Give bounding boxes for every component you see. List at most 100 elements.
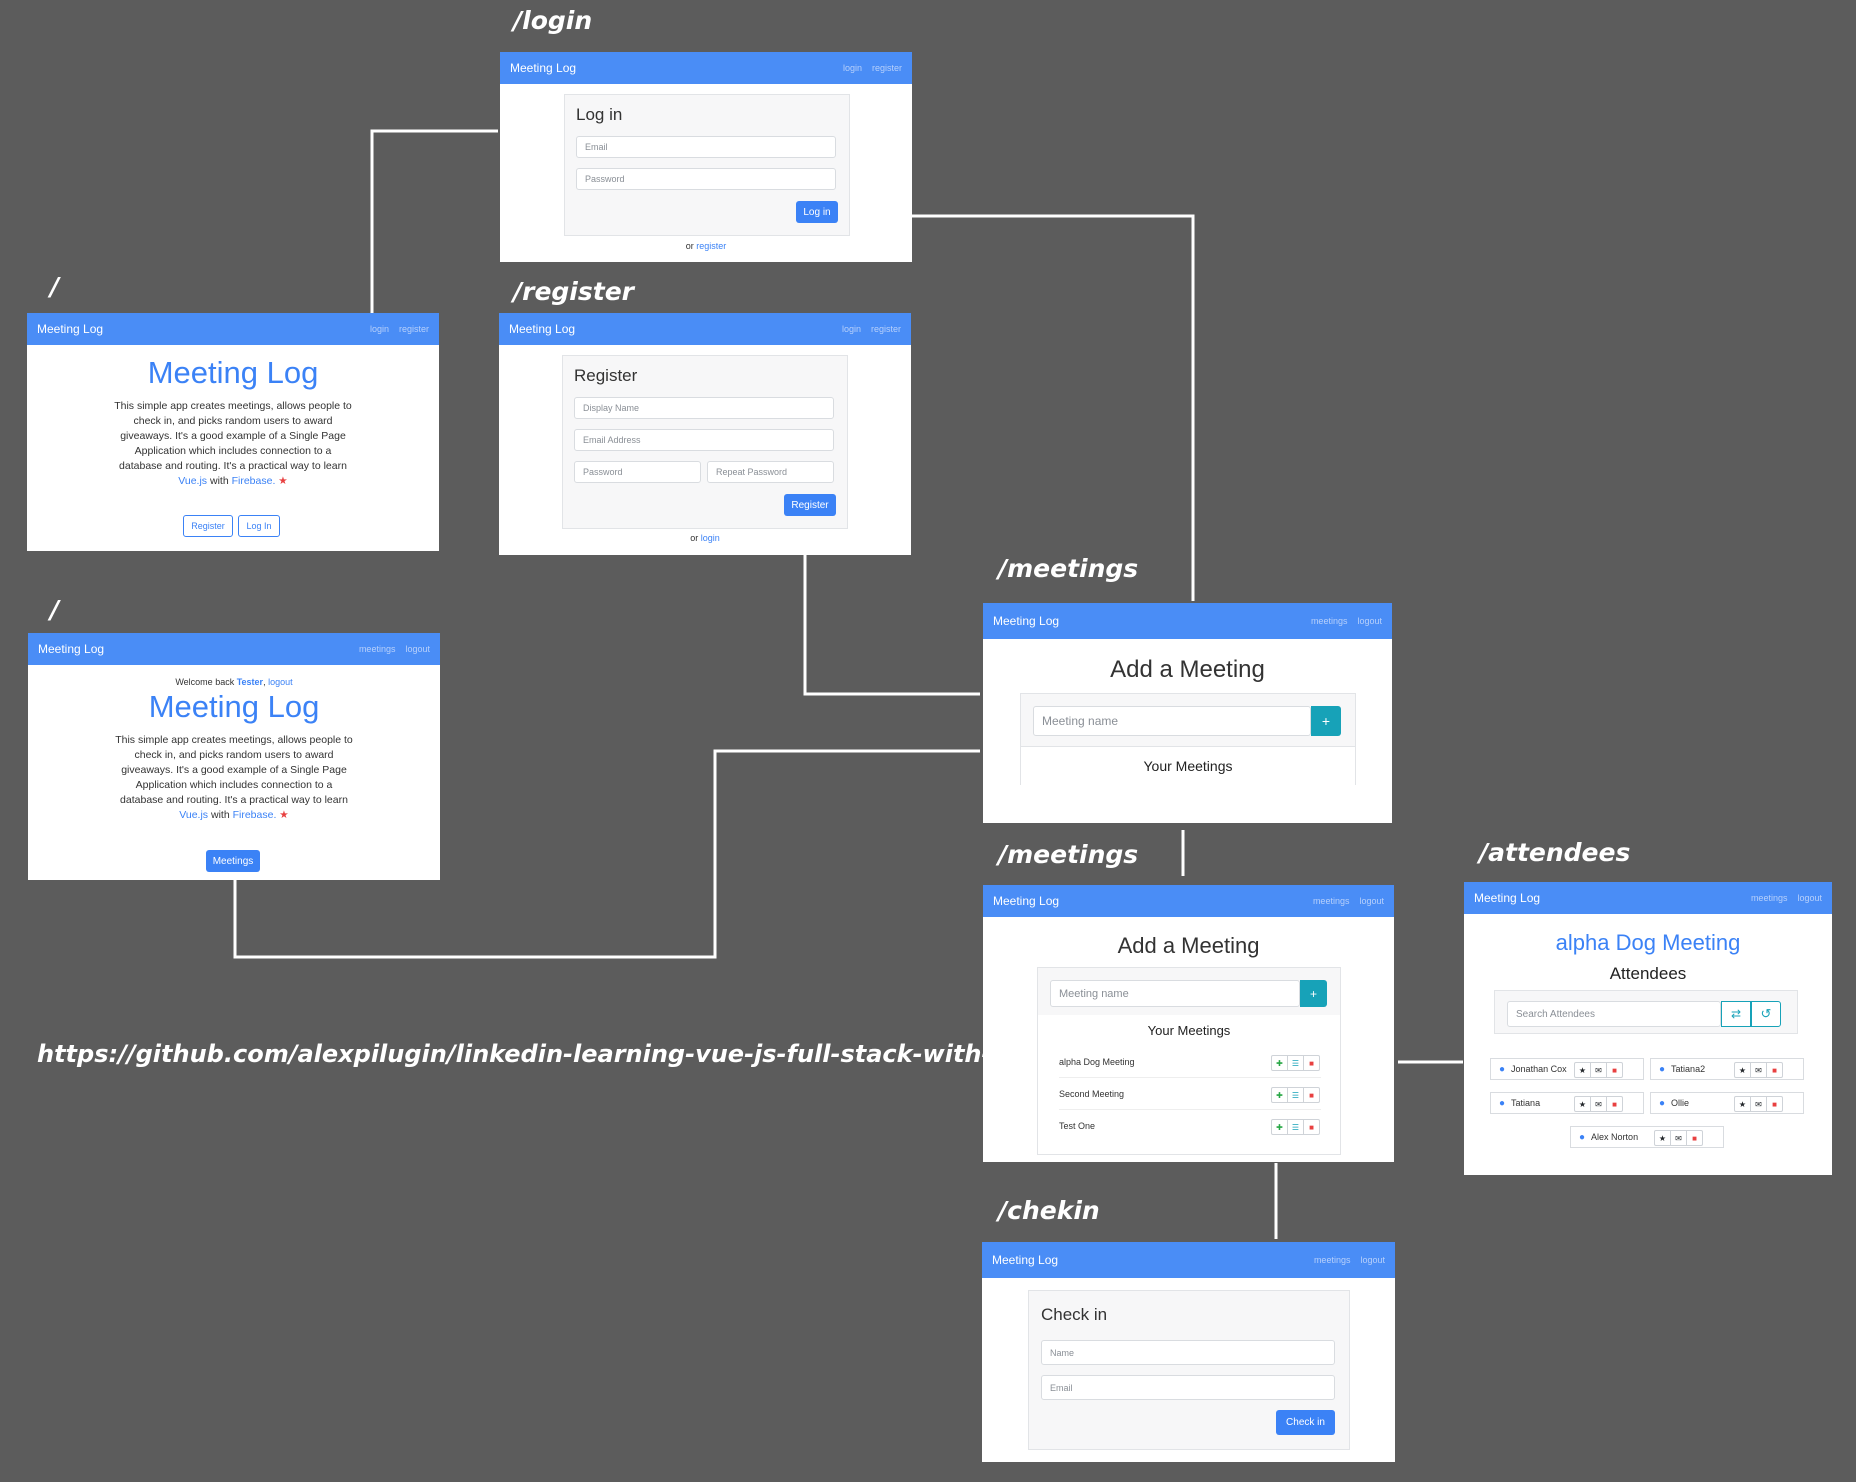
search-attendees-input[interactable]: Search Attendees bbox=[1507, 1001, 1721, 1027]
password-field[interactable]: Password bbox=[574, 461, 701, 483]
nav-logout-link[interactable]: logout bbox=[1357, 616, 1382, 626]
register-link[interactable]: register bbox=[696, 241, 727, 251]
nav-login-link[interactable]: login bbox=[842, 63, 862, 73]
nav-logout-link[interactable]: logout bbox=[1797, 893, 1822, 903]
list-icon[interactable]: ☰ bbox=[1288, 1120, 1304, 1134]
connector-home-meetings bbox=[233, 749, 980, 959]
register-button[interactable]: Register bbox=[784, 494, 836, 516]
mail-icon[interactable]: ✉ bbox=[1591, 1063, 1607, 1077]
firebase-link[interactable]: Firebase. bbox=[232, 809, 277, 821]
meeting-name-input[interactable]: Meeting name bbox=[1050, 980, 1300, 1007]
meetings-list: Your Meetings alpha Dog Meeting Second M… bbox=[1038, 1015, 1340, 1154]
meeting-actions: ✚ ☰ ■ bbox=[1271, 1087, 1320, 1103]
nav-login-link[interactable]: login bbox=[369, 324, 389, 334]
mail-icon[interactable]: ✉ bbox=[1671, 1131, 1687, 1145]
navbar: Meeting Log login register bbox=[500, 52, 912, 84]
meeting-name-input[interactable]: Meeting name bbox=[1033, 706, 1311, 736]
nav-login-link[interactable]: login bbox=[841, 324, 861, 334]
display-name-field[interactable]: Display Name bbox=[574, 397, 834, 419]
nav-register-link[interactable]: register bbox=[870, 324, 901, 334]
trash-icon[interactable]: ■ bbox=[1309, 1090, 1314, 1100]
vue-link[interactable]: Vue.js bbox=[178, 475, 208, 487]
nav-meetings-link[interactable]: meetings bbox=[358, 644, 396, 654]
route-label-checkin: /chekin bbox=[998, 1196, 1100, 1225]
home-screen: Meeting Log login register Meeting Log T… bbox=[27, 313, 439, 551]
navbar: Meeting Log meetings logout bbox=[28, 633, 440, 665]
attendee-name: Jonathan Cox bbox=[1511, 1064, 1567, 1074]
login-button[interactable]: Log In bbox=[238, 515, 280, 537]
nav-logout-link[interactable]: logout bbox=[405, 644, 430, 654]
logout-link[interactable]: logout bbox=[268, 677, 293, 687]
meeting-row[interactable]: Test One bbox=[1059, 1111, 1321, 1141]
user-name: Tester bbox=[236, 677, 264, 687]
person-icon: ● bbox=[1499, 1063, 1506, 1075]
brand[interactable]: Meeting Log bbox=[993, 894, 1060, 908]
register-button[interactable]: Register bbox=[183, 515, 233, 537]
meeting-row[interactable]: alpha Dog Meeting bbox=[1059, 1047, 1321, 1078]
nav-meetings-link[interactable]: meetings bbox=[1750, 893, 1788, 903]
user-plus-icon[interactable]: ✚ bbox=[1272, 1088, 1288, 1102]
attendee-name: Tatiana bbox=[1511, 1098, 1541, 1108]
mail-icon[interactable]: ✉ bbox=[1751, 1063, 1767, 1077]
nav-meetings-link[interactable]: meetings bbox=[1313, 1255, 1351, 1265]
nav-logout-link[interactable]: logout bbox=[1359, 896, 1384, 906]
trash-icon[interactable]: ■ bbox=[1612, 1099, 1617, 1109]
password-field[interactable]: Password bbox=[576, 168, 836, 190]
email-field[interactable]: Email bbox=[1041, 1375, 1335, 1400]
repeat-password-field[interactable]: Repeat Password bbox=[707, 461, 834, 483]
person-icon: ● bbox=[1579, 1131, 1586, 1143]
brand[interactable]: Meeting Log bbox=[993, 614, 1060, 628]
brand[interactable]: Meeting Log bbox=[992, 1253, 1059, 1267]
trash-icon[interactable]: ■ bbox=[1612, 1065, 1617, 1075]
name-field[interactable]: Name bbox=[1041, 1340, 1335, 1365]
email-address-field[interactable]: Email Address bbox=[574, 429, 834, 451]
list-icon[interactable]: ☰ bbox=[1288, 1088, 1304, 1102]
description-text: This simple app creates meetings, allows… bbox=[114, 400, 352, 472]
brand[interactable]: Meeting Log bbox=[1474, 891, 1541, 905]
trash-icon[interactable]: ■ bbox=[1772, 1099, 1777, 1109]
meeting-row[interactable]: Second Meeting bbox=[1059, 1079, 1321, 1110]
meeting-name: alpha Dog Meeting bbox=[1059, 1057, 1135, 1067]
trash-icon[interactable]: ■ bbox=[1309, 1122, 1314, 1132]
meetings-button[interactable]: Meetings bbox=[206, 850, 260, 872]
nav-meetings-link[interactable]: meetings bbox=[1312, 896, 1350, 906]
meeting-form-card: Meeting name + Your Meetings alpha Dog M… bbox=[1037, 967, 1341, 1155]
star-icon[interactable]: ★ bbox=[1655, 1131, 1671, 1145]
add-meeting-title: Add a Meeting bbox=[1117, 933, 1260, 958]
shuffle-icon[interactable]: ⇄ bbox=[1721, 1001, 1751, 1027]
star-icon[interactable]: ★ bbox=[1735, 1063, 1751, 1077]
brand[interactable]: Meeting Log bbox=[510, 61, 577, 75]
user-plus-icon[interactable]: ✚ bbox=[1272, 1120, 1288, 1134]
mail-icon[interactable]: ✉ bbox=[1591, 1097, 1607, 1111]
meeting-title: alpha Dog Meeting bbox=[1555, 930, 1741, 955]
nav-logout-link[interactable]: logout bbox=[1360, 1255, 1385, 1265]
trash-icon[interactable]: ■ bbox=[1309, 1058, 1314, 1068]
trash-icon[interactable]: ■ bbox=[1692, 1133, 1697, 1143]
trash-icon[interactable]: ■ bbox=[1772, 1065, 1777, 1075]
nav-register-link[interactable]: register bbox=[871, 63, 902, 73]
checkin-button[interactable]: Check in bbox=[1276, 1410, 1335, 1435]
undo-icon[interactable]: ↺ bbox=[1751, 1001, 1781, 1027]
star-icon[interactable]: ★ bbox=[1575, 1097, 1591, 1111]
nav-meetings-link[interactable]: meetings bbox=[1310, 616, 1348, 626]
add-meeting-button[interactable]: + bbox=[1300, 980, 1327, 1007]
nav-register-link[interactable]: register bbox=[398, 324, 429, 334]
star-icon[interactable]: ★ bbox=[1575, 1063, 1591, 1077]
login-link[interactable]: login bbox=[700, 533, 720, 543]
vue-link[interactable]: Vue.js bbox=[179, 809, 209, 821]
brand[interactable]: Meeting Log bbox=[38, 642, 105, 656]
list-icon[interactable]: ☰ bbox=[1288, 1056, 1304, 1070]
attendee-actions: ★ ✉ ■ bbox=[1574, 1096, 1623, 1112]
brand[interactable]: Meeting Log bbox=[37, 322, 104, 336]
mail-icon[interactable]: ✉ bbox=[1751, 1097, 1767, 1111]
attendee-name: Tatiana2 bbox=[1671, 1064, 1706, 1074]
repo-url[interactable]: https://github.com/alexpilugin/linkedin-… bbox=[37, 1040, 1103, 1068]
add-meeting-button[interactable]: + bbox=[1311, 706, 1341, 736]
star-icon[interactable]: ★ bbox=[1735, 1097, 1751, 1111]
user-plus-icon[interactable]: ✚ bbox=[1272, 1056, 1288, 1070]
login-screen: Meeting Log login register Log in Email … bbox=[500, 52, 912, 262]
firebase-link[interactable]: Firebase. bbox=[231, 475, 276, 487]
brand[interactable]: Meeting Log bbox=[509, 322, 576, 336]
login-button[interactable]: Log in bbox=[796, 201, 838, 223]
email-field[interactable]: Email bbox=[576, 136, 836, 158]
